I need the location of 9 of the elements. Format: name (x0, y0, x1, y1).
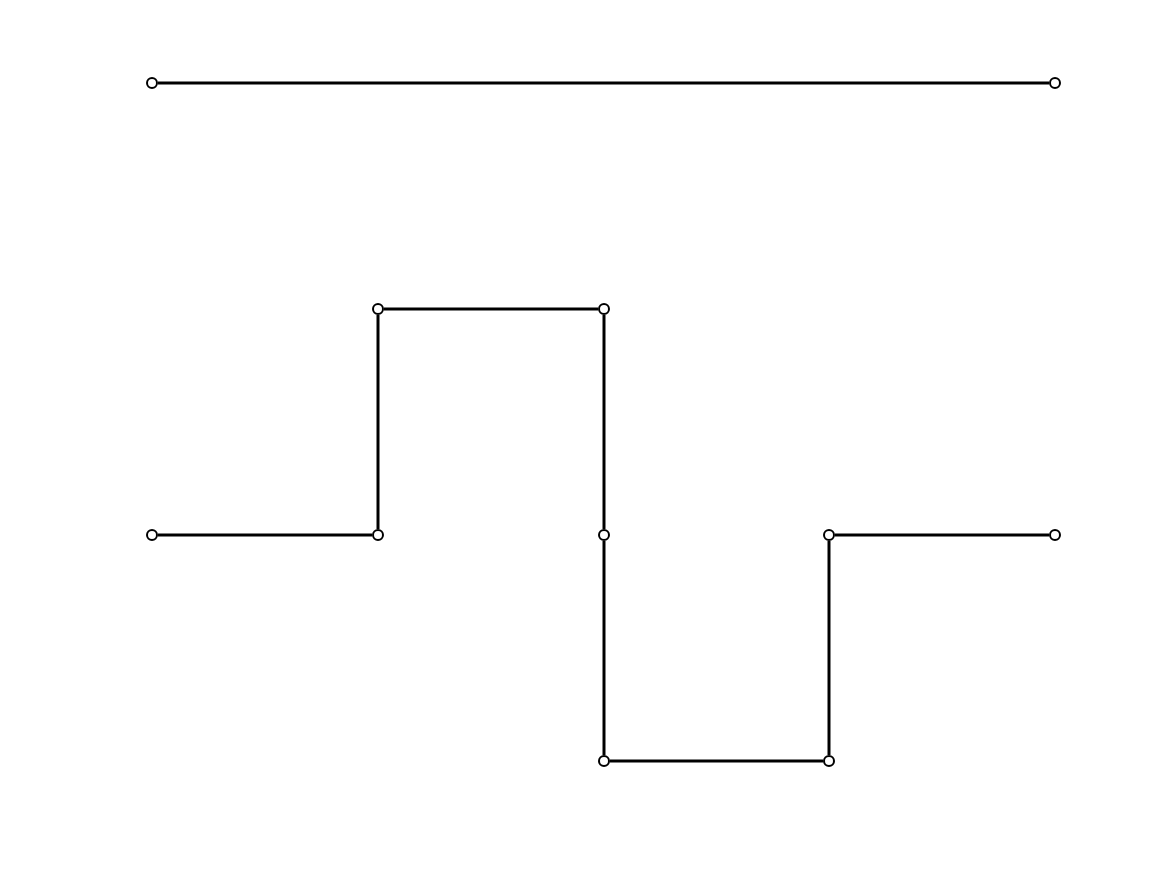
connector-line (610, 759, 823, 763)
connector-line (602, 541, 606, 755)
connector-line (827, 541, 831, 755)
connector-line (158, 533, 372, 537)
connector-line (835, 533, 1049, 537)
connector-line (602, 315, 606, 529)
connector-line (376, 315, 380, 529)
connector-line (158, 81, 1049, 85)
connector-line (384, 307, 598, 311)
